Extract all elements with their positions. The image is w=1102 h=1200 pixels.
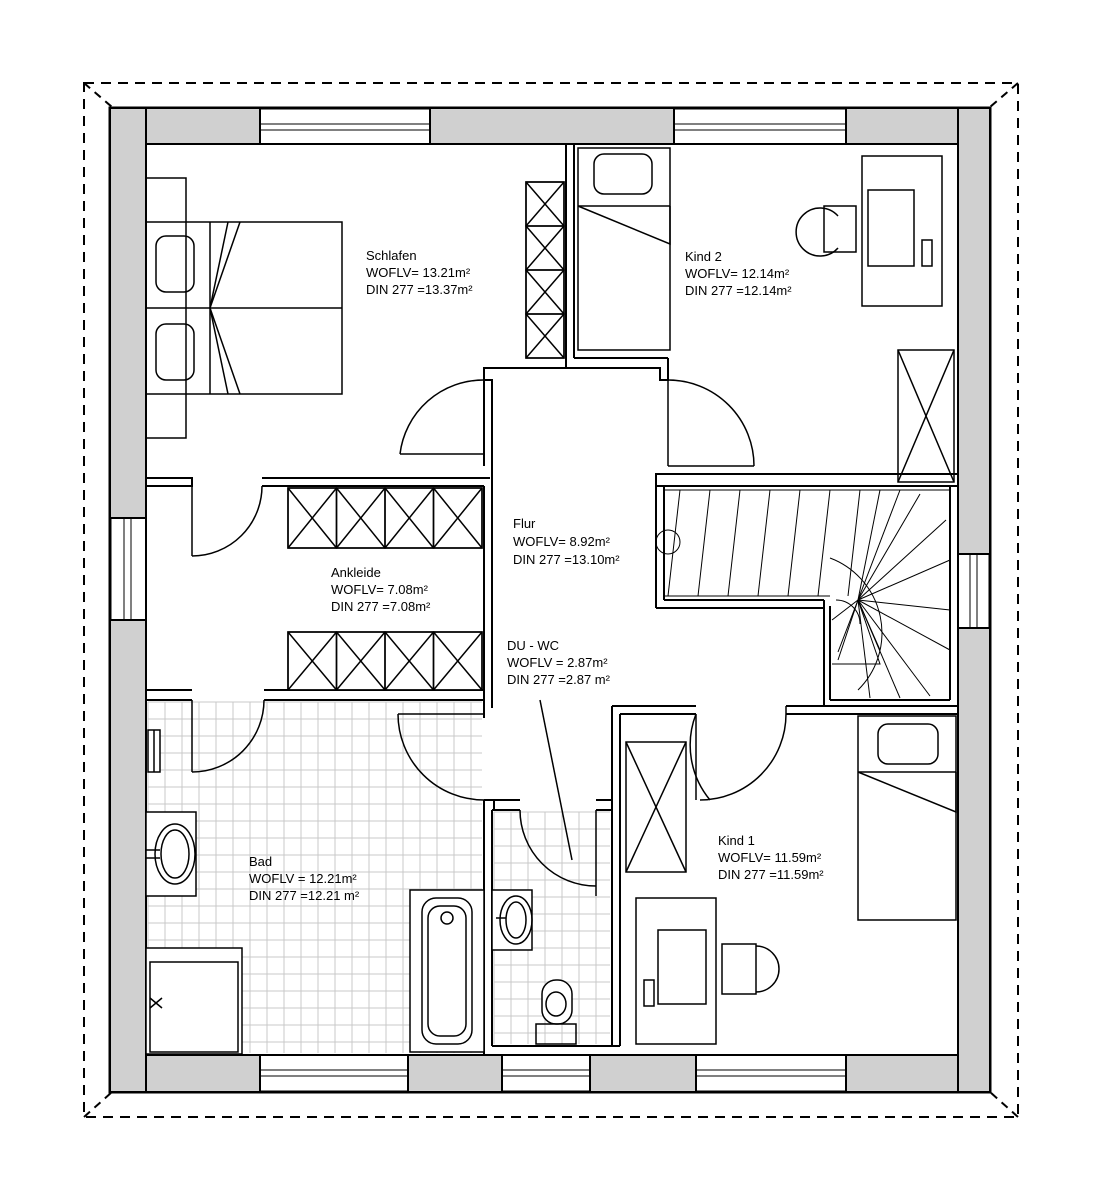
room-bad-wofl: WOFLV = 12.21m² xyxy=(249,871,357,886)
room-duwc: DU - WC WOFLV = 2.87m² DIN 277 =2.87 m² xyxy=(507,638,611,687)
door-kind2 xyxy=(667,379,755,467)
room-kind2-name: Kind 2 xyxy=(685,249,722,264)
room-bad: Bad WOFLV = 12.21m² DIN 277 =12.21 m² xyxy=(249,854,360,903)
room-flur-name: Flur xyxy=(513,516,536,531)
towel-radiator xyxy=(147,729,161,773)
room-schlafen-din: DIN 277 =13.37m² xyxy=(366,282,473,297)
wardrobes xyxy=(287,181,565,691)
room-ankleide-din: DIN 277 =7.08m² xyxy=(331,599,431,614)
door-kind1-a xyxy=(689,713,711,801)
door-bad xyxy=(397,713,485,801)
room-kind1-din: DIN 277 =11.59m² xyxy=(718,867,824,882)
door-kind1 xyxy=(699,706,787,801)
room-duwc-din: DIN 277 =2.87 m² xyxy=(507,672,611,687)
door-schlafen xyxy=(399,379,485,455)
room-kind1-wofl: WOFLV= 11.59m² xyxy=(718,850,822,865)
room-kind2-wofl: WOFLV= 12.14m² xyxy=(685,266,790,281)
wardrobe-kind1 xyxy=(625,741,687,873)
doors xyxy=(191,379,787,896)
double-bed xyxy=(145,177,343,439)
wardrobe-kind2 xyxy=(897,349,955,483)
window-top-right xyxy=(674,123,846,131)
room-kind1-name: Kind 1 xyxy=(718,833,755,848)
bed-kind2 xyxy=(577,147,671,351)
room-ankleide-wofl: WOFLV= 7.08m² xyxy=(331,582,429,597)
staircase xyxy=(655,489,951,699)
room-schlafen-name: Schlafen xyxy=(366,248,417,263)
roof-outline xyxy=(83,82,1019,1118)
desk-kind1 xyxy=(635,897,780,1045)
window-left xyxy=(123,518,132,620)
room-labels: Schlafen WOFLV= 13.21m² DIN 277 =13.37m²… xyxy=(249,248,824,903)
room-schlafen: Schlafen WOFLV= 13.21m² DIN 277 =13.37m² xyxy=(366,248,473,297)
door-ankleide-bottom xyxy=(191,699,265,773)
furniture xyxy=(145,147,957,1055)
room-bad-name: Bad xyxy=(249,854,272,869)
window-right xyxy=(969,554,978,628)
room-kind2-din: DIN 277 =12.14m² xyxy=(685,283,792,298)
window-bottom-3 xyxy=(696,1069,846,1077)
room-duwc-wofl: WOFLV = 2.87m² xyxy=(507,655,608,670)
room-duwc-name: DU - WC xyxy=(507,638,559,653)
room-flur: Flur WOFLV= 8.92m² DIN 277 =13.10m² xyxy=(513,516,620,567)
room-flur-din: DIN 277 =13.10m² xyxy=(513,552,620,567)
window-bottom-2 xyxy=(502,1069,590,1077)
room-kind2: Kind 2 WOFLV= 12.14m² DIN 277 =12.14m² xyxy=(685,249,792,298)
room-schlafen-wofl: WOFLV= 13.21m² xyxy=(366,265,471,280)
exterior-walls xyxy=(108,106,992,1094)
room-kind1: Kind 1 WOFLV= 11.59m² DIN 277 =11.59m² xyxy=(718,833,824,882)
windows xyxy=(123,123,978,1077)
room-ankleide-name: Ankleide xyxy=(331,565,381,580)
toilet xyxy=(535,979,577,1045)
bathtub xyxy=(409,889,485,1053)
window-bottom-1 xyxy=(260,1069,408,1077)
door-duwc xyxy=(519,809,597,896)
door-ankleide-top xyxy=(191,485,263,557)
room-flur-wofl: WOFLV= 8.92m² xyxy=(513,534,611,549)
desk-kind2 xyxy=(795,155,943,307)
wash-basin-wc xyxy=(491,889,533,951)
shower-bad xyxy=(145,947,243,1055)
wash-basin-bad xyxy=(145,811,197,897)
room-bad-din: DIN 277 =12.21 m² xyxy=(249,888,360,903)
bed-kind1 xyxy=(857,715,957,921)
room-ankleide: Ankleide WOFLV= 7.08m² DIN 277 =7.08m² xyxy=(331,565,431,614)
window-top-left xyxy=(260,123,430,131)
